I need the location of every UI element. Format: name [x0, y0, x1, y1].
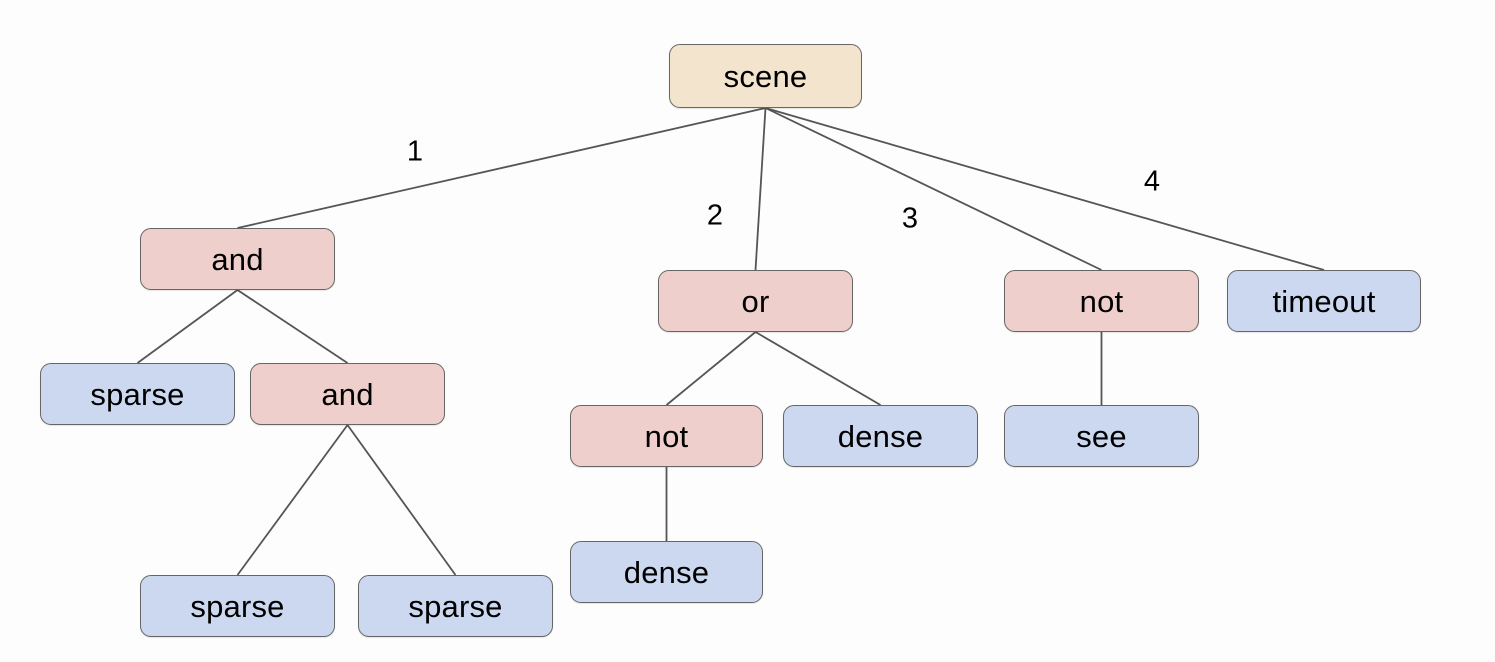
- tree-edge: [236, 424, 349, 576]
- tree-node-label: not: [1079, 283, 1124, 319]
- tree-edge: [665, 331, 757, 406]
- tree-node-and[interactable]: and: [250, 363, 445, 425]
- tree-edge: [136, 289, 239, 364]
- tree-node-sparse[interactable]: sparse: [140, 575, 335, 637]
- tree-node-label: sparse: [190, 588, 285, 624]
- tree-edge: [755, 331, 881, 406]
- tree-node-label: sparse: [90, 376, 185, 412]
- tree-node-label: or: [741, 283, 770, 319]
- tree-node-dense[interactable]: dense: [570, 541, 763, 603]
- tree-node-not[interactable]: not: [1004, 270, 1199, 332]
- tree-node-label: dense: [623, 554, 710, 590]
- tree-node-dense[interactable]: dense: [783, 405, 978, 467]
- tree-edge: [346, 424, 457, 576]
- edge-label-2: 2: [706, 199, 724, 232]
- edge-label-1: 1: [406, 135, 424, 168]
- tree-node-scene[interactable]: scene: [669, 44, 862, 108]
- tree-node-or[interactable]: or: [658, 270, 853, 332]
- tree-node-label: not: [644, 418, 689, 454]
- tree-node-label: sparse: [408, 588, 503, 624]
- edge-label-3: 3: [901, 202, 919, 235]
- tree-edge: [237, 289, 348, 364]
- tree-edge: [237, 107, 766, 229]
- tree-node-label: scene: [723, 58, 808, 94]
- tree-node-label: see: [1076, 418, 1127, 454]
- tree-node-not[interactable]: not: [570, 405, 763, 467]
- tree-node-timeout[interactable]: timeout: [1227, 270, 1421, 332]
- tree-node-sparse[interactable]: sparse: [358, 575, 553, 637]
- tree-node-label: and: [211, 241, 264, 277]
- tree-node-sparse[interactable]: sparse: [40, 363, 235, 425]
- tree-edge: [765, 107, 1102, 271]
- tree-node-label: timeout: [1272, 283, 1376, 319]
- edge-label-4: 4: [1143, 165, 1161, 198]
- tree-edge: [754, 107, 767, 271]
- tree-node-label: and: [321, 376, 374, 412]
- tree-node-see[interactable]: see: [1004, 405, 1199, 467]
- tree-node-and[interactable]: and: [140, 228, 335, 290]
- tree-node-label: dense: [837, 418, 924, 454]
- tree-edge: [765, 107, 1325, 271]
